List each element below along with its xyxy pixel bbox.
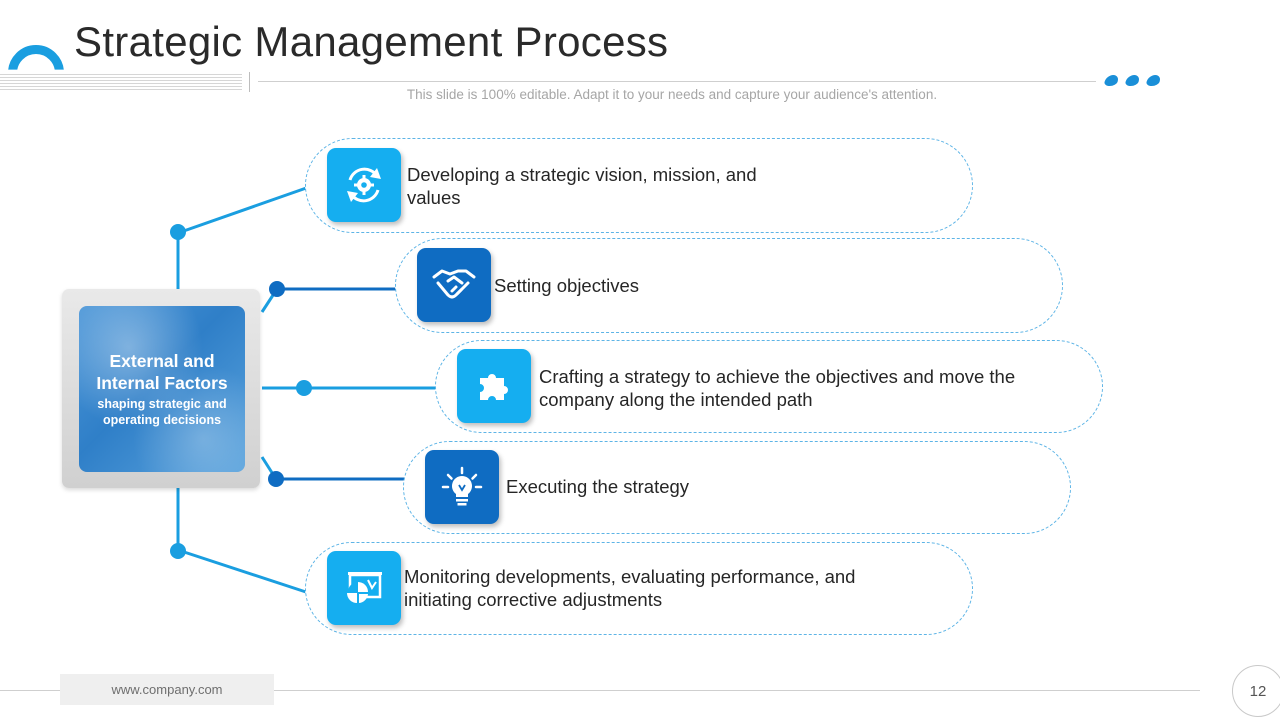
title-underline	[258, 81, 1096, 82]
node-dot-2	[269, 281, 285, 297]
step-text-4: Executing the strategy	[506, 476, 690, 497]
decorative-dots	[1103, 75, 1162, 86]
step-icon-box-5	[327, 551, 401, 625]
title-divider	[249, 72, 250, 92]
step-pill-5	[305, 542, 973, 635]
footer-url[interactable]: www.company.com	[60, 674, 274, 705]
page-subtitle: This slide is 100% editable. Adapt it to…	[406, 87, 938, 102]
gear-cycle-icon	[347, 167, 381, 203]
presentation-chart-icon	[347, 572, 382, 603]
logo-arc-icon	[8, 45, 64, 70]
step-icon-box-4	[425, 450, 499, 524]
page-number: 12	[1232, 665, 1280, 717]
node-dot-5	[170, 543, 186, 559]
node-dot-3	[296, 380, 312, 396]
node-dot-4	[268, 471, 284, 487]
step-text-2: Setting objectives	[494, 275, 640, 296]
step-pill-2	[395, 238, 1063, 333]
step-text-1: Developing a strategic vision, mission, …	[407, 164, 757, 208]
step-text-5: Monitoring developments, evaluating perf…	[404, 566, 856, 610]
step-pill-3	[435, 340, 1103, 433]
center-title: External and Internal Factors	[96, 351, 228, 393]
dot-icon	[1145, 75, 1162, 86]
dot-icon	[1124, 75, 1141, 86]
page-title: Strategic Management Process	[74, 18, 669, 65]
step-icon-box-2	[417, 248, 491, 322]
step-pill-1	[305, 138, 973, 233]
step-icon-box-3	[457, 349, 531, 423]
handshake-icon	[432, 269, 476, 299]
title-stripes	[0, 74, 242, 90]
lightbulb-icon	[441, 466, 483, 506]
step-icon-box-1	[327, 148, 401, 222]
puzzle-icon	[480, 374, 508, 400]
step-text-3: Crafting a strategy to achieve the objec…	[539, 366, 1016, 410]
node-dot-1	[170, 224, 186, 240]
center-photo	[79, 306, 245, 472]
footer-line	[0, 690, 1200, 691]
center-subtitle: shaping strategic and operating decision…	[97, 397, 227, 427]
center-label: External and Internal Factors shaping st…	[79, 350, 245, 428]
dot-icon	[1103, 75, 1120, 86]
step-pill-4	[403, 441, 1071, 534]
